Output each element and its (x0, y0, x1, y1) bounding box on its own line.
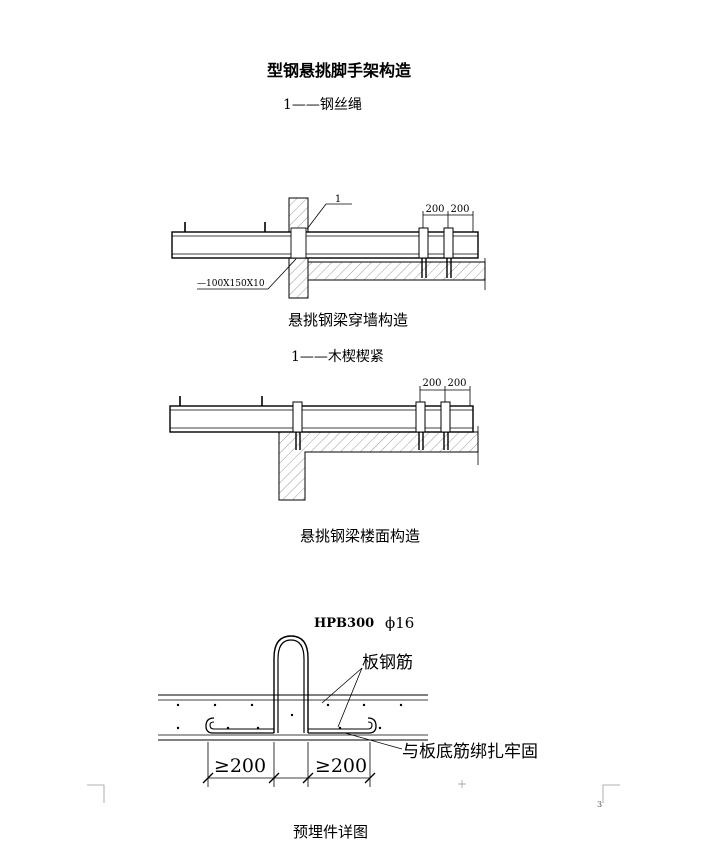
page-title: 型钢悬挑脚手架构造 (267, 61, 412, 80)
figure2-legend: 1——木楔楔紧 (291, 349, 384, 365)
dimension-label: 200 (425, 204, 444, 215)
dimension-label: 200 (422, 378, 441, 389)
rebar-label: 板钢筋 (362, 653, 413, 673)
anchor-bolt (440, 401, 451, 450)
figure2-caption: 悬挑钢梁楼面构造 (300, 527, 421, 545)
dimension-label: 200 (447, 378, 466, 389)
embedded-u-rebar (273, 635, 309, 733)
anchor-bolt (415, 401, 426, 450)
length-label-right: ≥200 (315, 755, 367, 777)
anchor-bolt (443, 227, 454, 278)
length-label-left: ≥200 (214, 755, 266, 777)
anchor-bolt (292, 401, 303, 450)
figure1-drawing: 1 —100X150X10 200 200 (171, 194, 486, 299)
plate-label: —100X150X10 (197, 279, 265, 289)
tie-label: 与板底筋绑扎牢固 (402, 742, 538, 762)
rebar-left-leg (205, 717, 274, 734)
dimension-label: 200 (450, 204, 469, 215)
figure1-legend: 1——钢丝绳 (283, 97, 362, 113)
rebar-right-leg (308, 717, 377, 734)
figure3-caption: 预埋件详图 (293, 823, 369, 841)
margin-marks (87, 780, 620, 803)
callout-number: 1 (335, 194, 341, 205)
figure2-drawing: 200 200 (169, 378, 479, 501)
page-number: 3 (597, 800, 602, 809)
anchor-bolt (418, 227, 429, 278)
rebar-dots (176, 703, 403, 730)
diameter-label: ϕ16 (385, 614, 414, 632)
figure1-caption: 悬挑钢梁穿墙构造 (288, 311, 409, 329)
figure3-drawing: HPB300 ϕ16 板钢筋 与板底筋绑扎牢固 ≥200 ≥200 (158, 614, 538, 787)
steel-grade-label: HPB300 (314, 616, 374, 631)
concrete-slab (307, 261, 486, 281)
